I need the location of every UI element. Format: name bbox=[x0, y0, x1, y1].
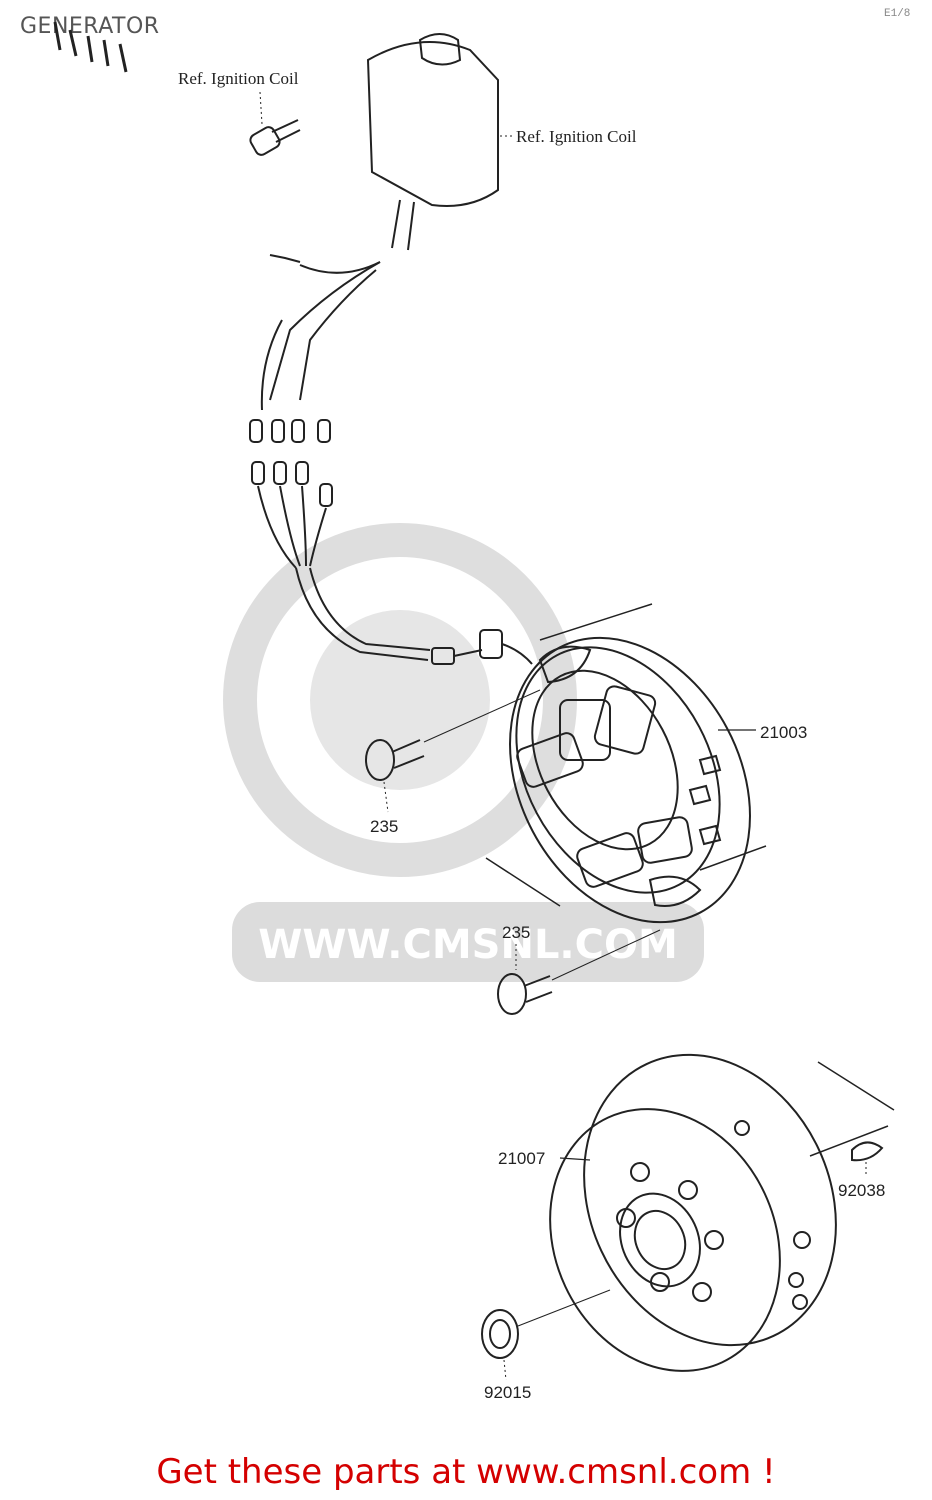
watermark-text: WWW.CMSNL.COM bbox=[258, 922, 678, 968]
callout-screw-lower[interactable]: 235 bbox=[502, 923, 530, 942]
leader-rotor bbox=[559, 1157, 591, 1161]
wiring-harness bbox=[249, 254, 533, 665]
callout-screw-upper[interactable]: 235 bbox=[370, 817, 398, 836]
screw-lower bbox=[497, 929, 661, 1015]
screw-upper bbox=[365, 689, 541, 781]
ignition-bolt bbox=[249, 119, 301, 156]
callout-rotor[interactable]: 21007 bbox=[498, 1149, 545, 1168]
leader-screw-upper bbox=[383, 781, 389, 813]
rotor-axis-lines bbox=[809, 1061, 895, 1157]
ignition-coil-unit bbox=[366, 33, 499, 251]
leader-nut bbox=[503, 1359, 507, 1381]
ref-ignition-coil-right: Ref. Ignition Coil bbox=[516, 127, 637, 146]
rotor-nut bbox=[481, 1289, 611, 1359]
footer-link[interactable]: Get these parts at www.cmsnl.com ! bbox=[156, 1452, 776, 1492]
stator-assembly bbox=[509, 636, 751, 924]
rotor-flywheel bbox=[549, 1053, 837, 1372]
page-title: GENERATOR bbox=[20, 14, 160, 39]
woodruff-key bbox=[851, 1141, 884, 1162]
stator-axis-lines bbox=[485, 603, 767, 907]
callout-nut[interactable]: 92015 bbox=[484, 1383, 531, 1402]
corner-code: E1/8 bbox=[884, 8, 911, 20]
callout-key[interactable]: 92038 bbox=[838, 1181, 885, 1200]
front-marker bbox=[53, 21, 128, 73]
leader-ref-left bbox=[259, 91, 263, 125]
callout-stator[interactable]: 21003 bbox=[760, 723, 807, 742]
watermark: WWW.CMSNL.COM bbox=[223, 523, 704, 982]
ref-ignition-coil-left: Ref. Ignition Coil bbox=[178, 69, 299, 88]
